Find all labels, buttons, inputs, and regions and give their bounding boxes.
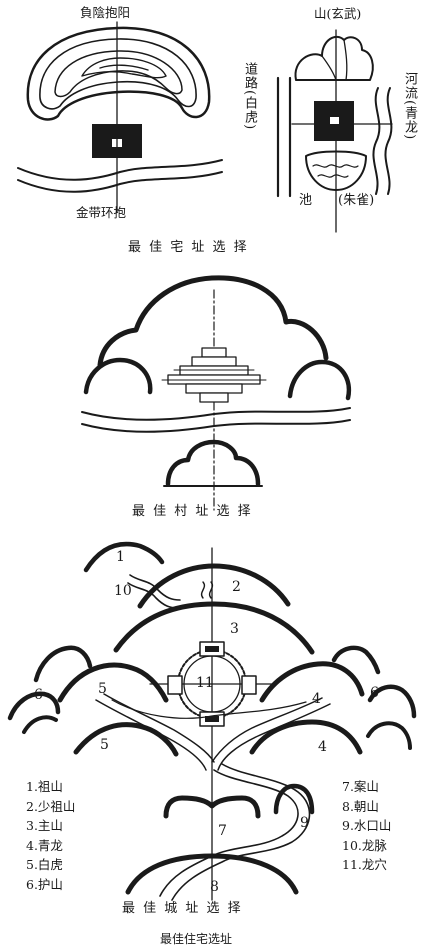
house-site-diagram (17, 21, 223, 213)
number-5-lower: 5 (100, 737, 109, 753)
number-10: 10 (114, 583, 132, 599)
pond-label: 池 (299, 193, 313, 208)
number-7: 7 (218, 823, 227, 839)
legend-item: 2.少祖山 (26, 798, 76, 814)
four-guardians-diagram (276, 29, 393, 233)
number-6-right: 6 (370, 685, 379, 701)
house-site-caption: 最 佳 宅 址 选 择 (128, 240, 249, 255)
number-6-left: 6 (34, 687, 43, 703)
number-3: 3 (230, 621, 239, 637)
legend-item: 6.护山 (26, 876, 63, 892)
legend-item: 3.主山 (26, 818, 63, 833)
legend-item: 5.白虎 (26, 857, 63, 872)
city-site-diagram (7, 541, 417, 901)
village-site-caption: 最 佳 村 址 选 择 (132, 504, 253, 519)
legend-item: 11.龙穴 (342, 857, 387, 872)
legend-item: 10.龙脉 (342, 837, 387, 853)
village-site-diagram (81, 275, 352, 511)
pond-name: (朱雀) (338, 193, 375, 208)
city-site-caption: 最 佳 城 址 选 择 (122, 901, 243, 916)
number-11: 11 (196, 675, 214, 691)
number-4-lower: 4 (318, 739, 327, 755)
number-4-upper: 4 (312, 691, 321, 707)
mountain-label: 山(玄武) (314, 6, 362, 21)
road-label: 道路(白虎) (242, 62, 257, 131)
number-1: 1 (116, 549, 125, 565)
footer-caption: 最佳住宅选址 (160, 932, 233, 946)
number-9: 9 (300, 815, 309, 831)
legend-left: 1.祖山 2.少祖山 3.主山 4.青龙 5.白虎 6.护山 (26, 777, 75, 894)
legend-item: 1.祖山 (26, 779, 63, 794)
legend-item: 4.青龙 (26, 837, 63, 853)
river-label: 河流(青龙) (402, 72, 417, 141)
legend-item: 8.朝山 (342, 798, 379, 814)
water-label: 金带环抱 (76, 205, 127, 220)
number-2: 2 (232, 579, 241, 595)
number-5-upper: 5 (98, 681, 107, 697)
legend-right: 7.案山 8.朝山 9.水口山 10.龙脉 11.龙穴 (342, 777, 391, 875)
hill-label: 負陰抱阳 (80, 5, 131, 20)
legend-item: 7.案山 (342, 779, 379, 794)
legend-item: 9.水口山 (342, 818, 392, 833)
number-8: 8 (210, 879, 219, 895)
